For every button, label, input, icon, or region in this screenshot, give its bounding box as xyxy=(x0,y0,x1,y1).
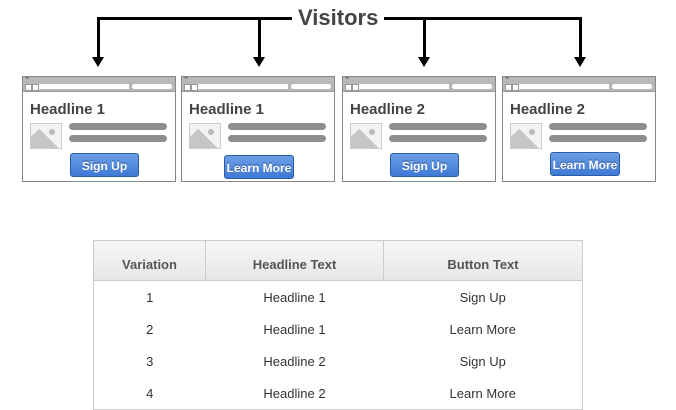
text-placeholder xyxy=(549,135,647,142)
connector-vertical-2 xyxy=(258,17,261,58)
browser-toolbar: ••• xyxy=(182,76,334,92)
cell-headline: Headline 1 xyxy=(263,289,326,305)
text-placeholder xyxy=(389,123,487,130)
connector-vertical-4 xyxy=(579,17,582,58)
browser-toolbar: ••• xyxy=(503,76,655,92)
table-row: 2 Headline 1 Learn More xyxy=(94,313,583,345)
connector-vertical-1 xyxy=(97,17,100,58)
arrow-down-icon xyxy=(574,57,586,67)
cell-variation: 2 xyxy=(146,321,154,337)
arrow-down-icon xyxy=(253,57,265,67)
text-placeholder xyxy=(389,135,487,142)
image-placeholder-icon xyxy=(30,123,62,149)
table-row: 1 Headline 1 Sign Up xyxy=(94,281,583,314)
cta-button[interactable]: Learn More xyxy=(224,155,294,179)
header-variation: Variation xyxy=(93,240,206,281)
table-row: 3 Headline 2 Sign Up xyxy=(94,345,583,377)
text-placeholder xyxy=(549,123,647,130)
text-placeholder xyxy=(69,135,167,142)
arrow-down-icon xyxy=(418,57,430,67)
headline: Headline 1 xyxy=(189,101,265,118)
browser-toolbar: ••• xyxy=(343,76,495,92)
cell-variation: 4 xyxy=(146,385,154,401)
visitors-label: Visitors xyxy=(292,4,385,32)
headline: Headline 1 xyxy=(30,101,106,118)
cell-variation: 1 xyxy=(146,289,154,305)
text-placeholder xyxy=(228,135,326,142)
image-placeholder-icon xyxy=(510,123,542,149)
cell-button: Sign Up xyxy=(459,353,506,369)
variation-browser-3: ••• Headline 2 Sign Up xyxy=(342,76,496,182)
headline: Headline 2 xyxy=(510,101,586,118)
variation-browser-4: ••• Headline 2 Learn More xyxy=(502,76,656,182)
cell-button: Learn More xyxy=(449,321,516,337)
cta-button[interactable]: Sign Up xyxy=(70,153,139,177)
variation-browser-1: ••• Headline 1 Sign Up xyxy=(22,76,176,182)
table-row: 4 Headline 2 Learn More xyxy=(94,377,583,410)
cell-button: Sign Up xyxy=(459,289,506,305)
cell-button: Learn More xyxy=(449,385,516,401)
cell-headline: Headline 1 xyxy=(263,321,326,337)
header-button-text: Button Text xyxy=(383,240,583,281)
image-placeholder-icon xyxy=(189,123,221,149)
text-placeholder xyxy=(228,123,326,130)
header-headline-text: Headline Text xyxy=(205,240,384,281)
browser-toolbar: ••• xyxy=(23,76,175,92)
text-placeholder xyxy=(69,123,167,130)
connector-vertical-3 xyxy=(423,17,426,58)
headline: Headline 2 xyxy=(350,101,426,118)
cell-headline: Headline 2 xyxy=(263,385,326,401)
cta-button[interactable]: Sign Up xyxy=(390,153,459,177)
variation-browser-2: ••• Headline 1 Learn More xyxy=(181,76,335,182)
cell-variation: 3 xyxy=(146,353,154,369)
cta-button[interactable]: Learn More xyxy=(550,152,620,176)
table-header-row: Variation Headline Text Button Text xyxy=(93,240,583,281)
image-placeholder-icon xyxy=(350,123,382,149)
cell-headline: Headline 2 xyxy=(263,353,326,369)
arrow-down-icon xyxy=(92,57,104,67)
